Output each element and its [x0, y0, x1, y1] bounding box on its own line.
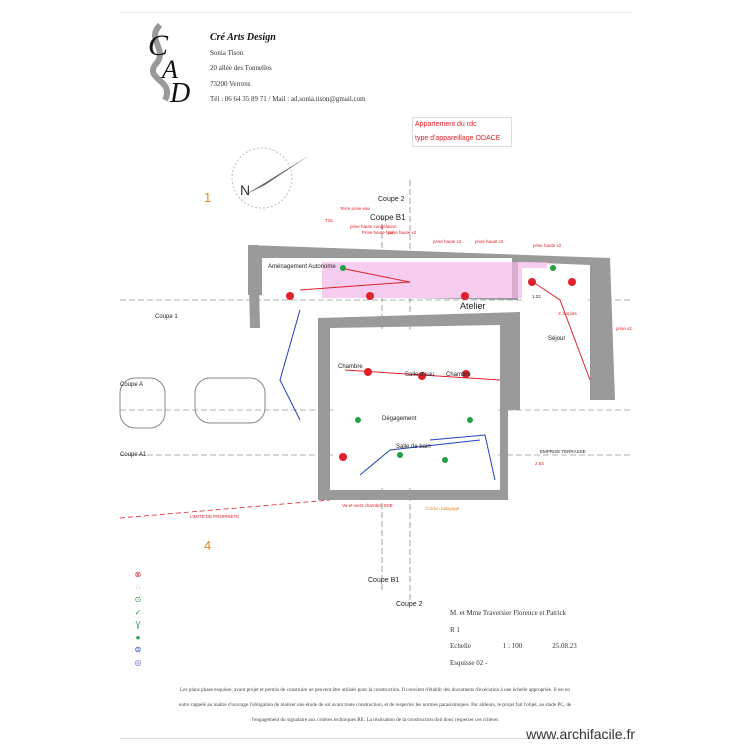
annotation: X 4 spots: [558, 311, 578, 316]
address: 20 allée des Tonnelles: [210, 64, 272, 72]
sketch-version: Esquisse 02 -: [450, 658, 488, 667]
svg-text:C: C: [148, 29, 169, 62]
annotation: prise haute congélation: [350, 224, 397, 229]
sheet-border: [120, 12, 632, 739]
room-label: Salle d'eau: [405, 372, 435, 378]
annotation: prise haute x2: [475, 239, 504, 244]
annotation: Cordon balayage: [425, 506, 460, 511]
date: 25.08.23: [552, 642, 577, 650]
scale: 1 : 100: [502, 642, 523, 650]
section-label: Coupe A: [120, 382, 143, 388]
single-switch-icon: ✓: [134, 607, 142, 617]
section-label: Coupe B1: [370, 213, 406, 222]
annotation: TGL: [325, 218, 334, 223]
annotation: prise x2: [616, 326, 632, 331]
svg-text:A: A: [160, 55, 178, 84]
designer-name: Sonia Tison: [210, 48, 244, 57]
two-way-switch-icon: Ɣ: [135, 620, 141, 629]
scale-label: Echelle: [450, 642, 471, 650]
svg-text:N: N: [240, 182, 250, 198]
note-box: Appartement du rdc type d'appareillage O…: [412, 117, 512, 147]
dimension: 1.22: [532, 294, 541, 299]
room-label: Chambre: [338, 364, 363, 370]
outlet-icon: ◎: [134, 657, 142, 667]
disclaimer-line: Les plans phase esquisse, avant projet e…: [180, 687, 570, 693]
section-label: Coupe 2: [396, 601, 423, 608]
annotation: prise haute x2: [533, 243, 562, 248]
symbol-legend: ⊗ ◌ ⊙ ✓ Ɣ ● ⊜ ◎: [128, 570, 148, 670]
disclaimer: Les plans phase esquisse, avant projet e…: [125, 683, 625, 728]
floor-plan: N: [119, 147, 632, 608]
room-label: Atelier: [460, 301, 486, 311]
contact: Tél : 06 64 35 89 71 / Mail : ad.sonia.t…: [210, 95, 366, 103]
company-logo: C A D: [148, 22, 190, 105]
project-info: M. et Mme Traversier Florence et Patrick…: [450, 605, 577, 671]
switch-icon: ⊙: [134, 595, 142, 604]
annotation: prise haute x2: [388, 230, 417, 235]
annotation: Prise haute four: [362, 230, 394, 235]
company-header: Cré Arts Design Sonia Tison 20 allée des…: [210, 30, 366, 108]
annotation: Va-et-vient chambre SDB: [342, 503, 393, 508]
dimension: 2.83: [535, 461, 544, 466]
marker: 1: [204, 190, 211, 205]
section-label: Coupe 2: [378, 196, 405, 203]
note-line-2: type d'appareillage ODACE: [415, 135, 501, 142]
room-label: Salle de bain: [396, 444, 431, 450]
annotation: LIMITE DE PROPRIETE: [190, 514, 239, 519]
svg-text:D: D: [169, 78, 190, 105]
marker: 4: [204, 538, 211, 553]
socket-icon: ⊜: [134, 645, 142, 654]
disclaimer-line: l'engagement du signataire aux critères …: [251, 717, 499, 723]
room-label: Dégagement: [382, 416, 417, 422]
room-label: Séjour: [548, 336, 565, 342]
room-label: Chambre: [446, 372, 471, 378]
watermark: www.archifacile.fr: [526, 726, 635, 742]
wall-light-icon: ◌: [135, 582, 141, 592]
annotation: EMPRISE TERRASSE: [540, 449, 586, 454]
room-label: Aménagement Autonome: [268, 264, 336, 270]
section-label: Coupe B1: [368, 577, 399, 584]
level: R 1: [450, 625, 460, 634]
note-line-1: Appartement du rdc: [415, 121, 477, 128]
ceiling-light-icon: ⊗: [134, 570, 142, 579]
company-name: Cré Arts Design: [210, 32, 276, 43]
section-label: Coupe 1: [155, 314, 178, 320]
city: 73200 Verrens: [210, 79, 251, 88]
disclaimer-line: outre rappelé au maître d'ouvrage l'obli…: [178, 702, 572, 708]
annotation: Terre prise eau: [340, 206, 371, 211]
north-compass-icon: N: [231, 147, 310, 209]
section-label: Coupe A1: [120, 452, 147, 458]
annotation: prise haute x2: [433, 239, 462, 244]
detector-icon: ●: [135, 632, 141, 642]
client-name: M. et Mme Traversier Florence et Patrick: [450, 609, 567, 617]
